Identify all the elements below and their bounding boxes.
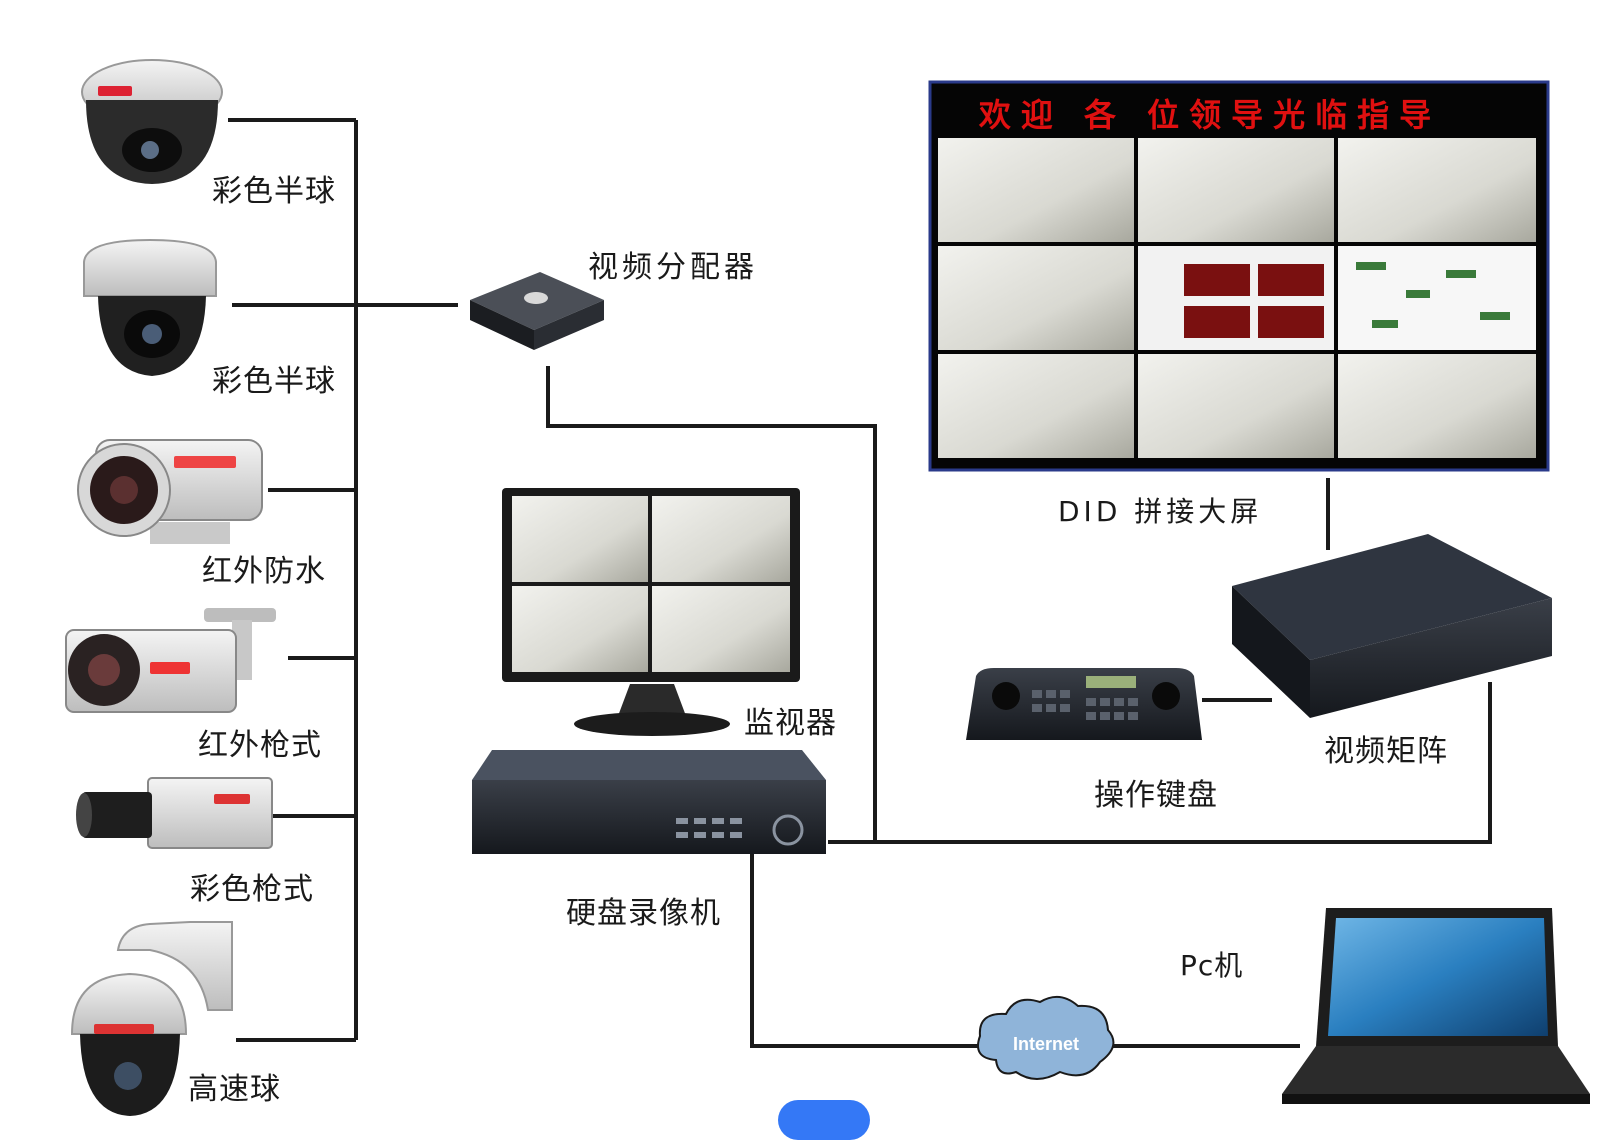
keyboard-label: 操作键盘 bbox=[1094, 778, 1218, 813]
monitor-icon bbox=[502, 488, 800, 736]
internet-cloud-icon: Internet bbox=[977, 995, 1115, 1080]
video-distributor-icon bbox=[470, 272, 604, 350]
dvr-icon bbox=[472, 750, 826, 854]
speed-dome-camera-icon bbox=[70, 921, 233, 1116]
control-keyboard-icon bbox=[966, 668, 1202, 740]
dvr-to-internet bbox=[750, 852, 985, 1048]
videowall-label: DID 拼接大屏 bbox=[1058, 495, 1263, 528]
dome-camera-icon bbox=[83, 238, 217, 376]
bottom-pill-button[interactable] bbox=[778, 1100, 870, 1140]
camera-label-3: 红外防水 bbox=[202, 554, 326, 589]
laptop-pc-icon bbox=[1282, 908, 1590, 1104]
video-matrix-icon bbox=[1232, 534, 1552, 718]
pc-label: Pc机 bbox=[1180, 949, 1244, 982]
monitor-label: 监视器 bbox=[744, 706, 837, 741]
camera-label-4: 红外枪式 bbox=[198, 728, 322, 763]
video-wall-icon bbox=[928, 80, 1550, 472]
box-camera-icon bbox=[76, 777, 273, 849]
dome-camera-icon bbox=[81, 59, 223, 184]
camera-label-2: 彩色半球 bbox=[212, 364, 336, 399]
distributor-to-dvr bbox=[546, 366, 877, 844]
distributor-label: 视频分配器 bbox=[588, 250, 758, 285]
wire-lines bbox=[228, 118, 1492, 1048]
ir-bullet-camera-icon bbox=[65, 608, 276, 713]
matrix-label: 视频矩阵 bbox=[1324, 734, 1448, 769]
internet-label: Internet bbox=[1013, 1034, 1079, 1054]
ir-bullet-camera-icon bbox=[77, 439, 263, 544]
camera-label-5: 彩色枪式 bbox=[190, 872, 314, 907]
camera-label-1: 彩色半球 bbox=[212, 174, 336, 209]
video-wall-banner: 欢迎 各 位领导光临指导 bbox=[978, 96, 1442, 134]
dvr-to-matrix bbox=[875, 682, 1492, 844]
camera-label-6: 高速球 bbox=[188, 1072, 281, 1107]
dvr-label: 硬盘录像机 bbox=[566, 896, 721, 931]
